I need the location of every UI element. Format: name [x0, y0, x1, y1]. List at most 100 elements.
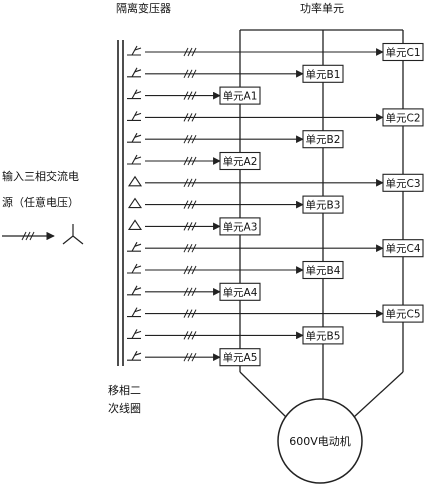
transformer-title: 隔离变压器 — [116, 2, 171, 15]
winding-w4-slash-2 — [187, 113, 193, 122]
winding-w14-slash-1 — [183, 331, 189, 340]
power-units-title: 功率单元 — [300, 2, 344, 15]
winding-w10-slash-1 — [183, 243, 189, 253]
winding-w10-slash-3 — [191, 243, 197, 253]
unit-a1-label: 单元A1 — [223, 91, 258, 103]
winding-w6-slash-1 — [183, 156, 189, 166]
winding-w14-zigzag-icon — [127, 329, 142, 339]
winding-w4-zigzag-icon — [127, 111, 142, 121]
motor-feed-a — [239, 371, 287, 418]
winding-w2-slash-1 — [183, 69, 189, 79]
winding-w12-slash-1 — [183, 287, 189, 297]
winding-w1-slash-3 — [191, 47, 197, 57]
winding-w8-slash-3 — [191, 200, 197, 209]
unit-a4-box — [219, 282, 261, 301]
secondary-winding-label-line2: 次线圈 — [108, 402, 141, 415]
input-slash-2 — [25, 231, 31, 241]
input-slash-1 — [21, 231, 27, 241]
winding-w3-slash-3 — [191, 91, 197, 100]
winding-w4-slash-3 — [191, 113, 197, 122]
input-slash-3 — [29, 231, 35, 241]
unit-a2-label: 单元A2 — [223, 156, 258, 168]
input-source-label-line1: 输入三相交流电 — [2, 170, 79, 183]
winding-w13-slash-2 — [187, 309, 193, 318]
motor-label: 600V电动机 — [289, 434, 351, 448]
winding-w14-slash-2 — [187, 331, 193, 340]
unit-b4-box — [302, 260, 344, 280]
unit-c5-box — [382, 304, 424, 323]
winding-w10-slash-2 — [187, 243, 193, 253]
unit-c3-box — [382, 173, 424, 192]
unit-c4-box — [382, 239, 424, 258]
unit-b2-label: 单元B2 — [306, 134, 341, 146]
unit-a5-label: 单元A5 — [223, 352, 258, 364]
winding-w13-slash-1 — [183, 309, 189, 318]
winding-w1-zigzag-icon — [127, 45, 142, 56]
unit-b3-box — [302, 195, 344, 214]
unit-c3-label: 单元C3 — [385, 178, 420, 190]
winding-w15-slash-3 — [191, 352, 197, 362]
winding-w15-zigzag-icon — [127, 350, 142, 361]
unit-a3-box — [219, 217, 261, 236]
winding-w6-zigzag-icon — [127, 154, 142, 165]
winding-w3-slash-1 — [183, 91, 189, 100]
unit-b1-label: 单元B1 — [306, 69, 341, 81]
unit-a1-box — [219, 86, 261, 105]
input-source-label-line2: 源（任意电压） — [2, 196, 79, 209]
winding-w7-delta-icon — [127, 175, 143, 187]
winding-w1-slash-2 — [187, 47, 193, 57]
winding-w12-slash-3 — [191, 287, 197, 297]
winding-w11-slash-2 — [187, 265, 193, 275]
unit-c2-label: 单元C2 — [385, 112, 420, 124]
winding-w12-slash-2 — [187, 287, 193, 297]
winding-w4-slash-1 — [183, 113, 189, 122]
unit-c1-label: 单元C1 — [385, 47, 420, 59]
winding-w15-slash-1 — [183, 352, 189, 362]
winding-w7-slash-1 — [183, 178, 189, 188]
unit-a3-label: 单元A3 — [223, 221, 258, 233]
winding-w6-slash-2 — [187, 156, 193, 166]
unit-b5-box — [302, 326, 344, 345]
winding-w11-slash-3 — [191, 265, 197, 275]
winding-w5-slash-3 — [191, 134, 197, 144]
winding-w3-zigzag-icon — [127, 89, 142, 100]
winding-w9-slash-1 — [183, 222, 189, 231]
winding-w7-slash-3 — [191, 178, 197, 188]
winding-w2-zigzag-icon — [127, 67, 142, 78]
unit-b1-box — [302, 64, 344, 83]
winding-w9-delta-icon — [127, 219, 143, 230]
unit-a4-label: 单元A4 — [223, 287, 258, 299]
winding-w10-zigzag-icon — [127, 241, 142, 252]
winding-w13-slash-3 — [191, 309, 197, 318]
winding-w3-slash-2 — [187, 91, 193, 100]
unit-c1-box — [382, 42, 424, 62]
winding-w14-slash-3 — [191, 331, 197, 340]
winding-w8-slash-1 — [183, 200, 189, 209]
winding-w15-slash-2 — [187, 352, 193, 362]
motor-circle — [277, 398, 363, 484]
motor-feed-c — [353, 371, 404, 418]
winding-w5-slash-1 — [183, 134, 189, 144]
unit-a5-box — [219, 348, 261, 367]
winding-w5-slash-2 — [187, 134, 193, 144]
unit-c5-label: 单元C5 — [385, 309, 420, 321]
unit-a2-box — [219, 151, 261, 171]
winding-w7-slash-2 — [187, 178, 193, 188]
winding-w11-slash-1 — [183, 265, 189, 275]
unit-c2-box — [382, 108, 424, 127]
unit-c4-label: 单元C4 — [385, 243, 420, 255]
winding-w2-slash-3 — [191, 69, 197, 79]
winding-w8-delta-icon — [127, 197, 143, 209]
winding-w11-zigzag-icon — [127, 263, 142, 274]
secondary-winding-label-line1: 移相二 — [108, 384, 141, 397]
unit-b2-box — [302, 130, 344, 149]
winding-w13-zigzag-icon — [127, 307, 142, 318]
winding-w5-zigzag-icon — [127, 132, 142, 143]
unit-b4-label: 单元B4 — [306, 265, 341, 277]
winding-w6-slash-3 — [191, 156, 197, 166]
winding-w9-slash-2 — [187, 222, 193, 231]
unit-b5-label: 单元B5 — [306, 330, 341, 342]
winding-w12-zigzag-icon — [127, 285, 142, 296]
